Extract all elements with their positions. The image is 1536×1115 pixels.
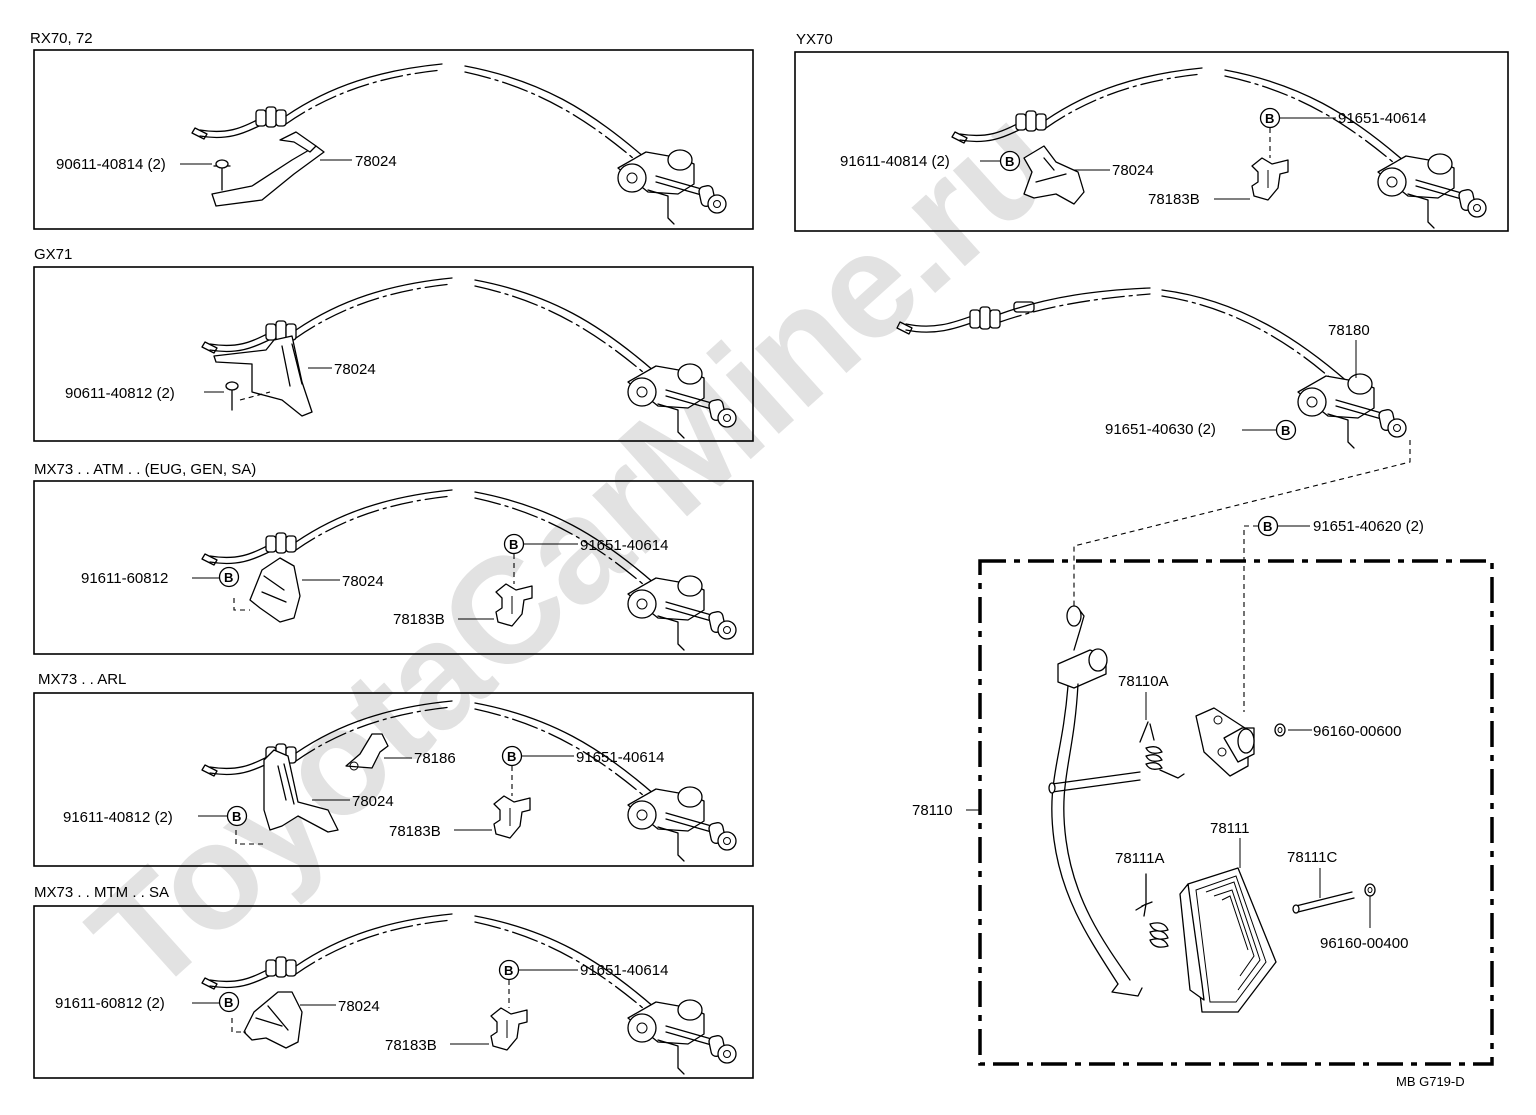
main-cable-shape <box>896 287 1351 391</box>
panel-mx73-atm-frame <box>33 480 754 655</box>
panel-mx73-mtm-clip-shape <box>490 1007 528 1051</box>
panel-yx70-frame <box>794 51 1509 232</box>
panel-mx73-mtm-bracket-label: 78024 <box>338 998 380 1015</box>
panel-yx70-bolt-badge: B <box>999 150 1021 172</box>
badge-letter: B <box>507 749 516 764</box>
spring-78111a-label: 78111A <box>1115 850 1165 867</box>
panel-mx73-arl-frame <box>33 692 754 867</box>
panel-mx73-mtm-clip-label: 78183B <box>385 1037 437 1054</box>
panel-rx70-bracket-shape <box>211 131 325 207</box>
panel-mx73-atm-clip-badge: B <box>503 533 525 555</box>
panel-mx73-atm-bolt-label: 91611-60812 <box>81 570 168 587</box>
panel-gx71-bracket-shape <box>213 335 313 417</box>
panel-mx73-arl-bracket-label: 78024 <box>352 793 394 810</box>
pedal-pad-shape <box>1179 867 1277 1013</box>
badge-letter: B <box>1265 111 1274 126</box>
panel-mx73-atm-bolt-badge: B <box>218 566 240 588</box>
spring-78110a-shape <box>1139 721 1185 779</box>
panel-yx70-bolt-label: 91611-40814 (2) <box>840 153 950 170</box>
pedal-bolt-badge: B <box>1257 515 1279 537</box>
panel-gx71-frame <box>33 266 754 442</box>
spring-78111a-shape <box>1135 873 1169 948</box>
main-cable-bolt-label: 91651-40630 (2) <box>1105 421 1216 438</box>
washer-96160-00400-shape <box>1364 883 1376 897</box>
cable-link-line <box>1073 440 1411 608</box>
panel-mx73-arl-title: MX73 . . ARL <box>38 671 126 688</box>
panel-mx73-atm-bracket-label: 78024 <box>342 573 384 590</box>
pedal-assy-frame <box>978 559 1494 1066</box>
main-cable-bolt-badge: B <box>1275 419 1297 441</box>
washer-96160-00600-label: 96160-00600 <box>1313 723 1401 740</box>
panel-yx70-clip-bolt-label: 91651-40614 <box>1338 110 1426 127</box>
panel-mx73-atm-clip-bolt-label: 91651-40614 <box>580 537 668 554</box>
panel-gx71-bolt-label: 90611-40812 (2) <box>65 385 175 402</box>
pin-78111c-shape <box>1292 891 1355 914</box>
panel-mx73-mtm-clip-bolt-label: 91651-40614 <box>580 962 668 979</box>
panel-mx73-arl-clamp-label: 78186 <box>414 750 456 767</box>
panel-mx73-mtm-bolt-label: 91611-60812 (2) <box>55 995 165 1012</box>
panel-rx70-cable <box>191 63 727 225</box>
panel-gx71-bolt-shape <box>225 381 239 411</box>
panel-rx70-frame <box>33 49 754 230</box>
panel-yx70-bracket-shape <box>1023 145 1085 205</box>
panel-mx73-arl-clip-shape <box>493 795 531 839</box>
panel-mx73-arl-clip-badge: B <box>501 745 523 767</box>
badge-letter: B <box>504 963 513 978</box>
panel-mx73-arl-clip-label: 78183B <box>389 823 441 840</box>
pin-78111c-label: 78111C <box>1287 849 1337 866</box>
figure-code: MB G719-D <box>1396 1074 1465 1089</box>
badge-letter: B <box>224 995 233 1010</box>
panel-mx73-arl-bracket-shape <box>235 749 339 845</box>
main-cable-label: 78180 <box>1328 322 1370 339</box>
washer-96160-00400-label: 96160-00400 <box>1320 935 1408 952</box>
spring-78110a-label: 78110A <box>1118 673 1169 690</box>
pedal-assy-label: 78110 <box>912 802 953 819</box>
badge-letter: B <box>509 537 518 552</box>
pedal-bolt-label: 91651-40620 (2) <box>1313 518 1424 535</box>
badge-letter: B <box>1263 519 1272 534</box>
panel-yx70-bracket-label: 78024 <box>1112 162 1154 179</box>
watermark-text: ToyotaCarMine.ru <box>59 75 1087 1024</box>
panel-yx70-clip-shape <box>1251 157 1289 201</box>
panel-mx73-mtm-title: MX73 . . MTM . . SA <box>34 884 169 901</box>
panel-yx70-clip-label: 78183B <box>1148 191 1200 208</box>
pedal-bracket-shape <box>1195 707 1255 777</box>
main-cable-endfit-shape <box>1297 373 1407 449</box>
panel-yx70-clip-badge: B <box>1259 107 1281 129</box>
badge-letter: B <box>1005 154 1014 169</box>
panel-mx73-mtm-bracket-shape <box>231 991 303 1049</box>
panel-mx73-arl-bolt-label: 91611-40812 (2) <box>63 809 173 826</box>
panel-mx73-mtm-clip-badge: B <box>498 959 520 981</box>
panel-gx71-title: GX71 <box>34 246 72 263</box>
panel-rx70-title: RX70, 72 <box>30 30 93 47</box>
panel-mx73-arl-clip-bolt-label: 91651-40614 <box>576 749 664 766</box>
panel-mx73-mtm-frame <box>33 905 754 1079</box>
badge-letter: B <box>1281 423 1290 438</box>
badge-letter: B <box>224 570 233 585</box>
panel-mx73-atm-bracket-shape <box>233 557 301 623</box>
panel-mx73-arl-bolt-badge: B <box>226 805 248 827</box>
panel-mx73-mtm-bolt-badge: B <box>218 991 240 1013</box>
pedal-arm-shape <box>1048 605 1143 997</box>
panel-rx70-bracket-label: 78024 <box>355 153 397 170</box>
panel-mx73-atm-clip-label: 78183B <box>393 611 445 628</box>
panel-mx73-atm-title: MX73 . . ATM . . (EUG, GEN, SA) <box>34 461 256 478</box>
panel-mx73-arl-clamp-shape <box>345 733 389 771</box>
pedal-pad-label: 78111 <box>1210 820 1250 837</box>
panel-gx71-bracket-label: 78024 <box>334 361 376 378</box>
washer-96160-00600-shape <box>1274 723 1286 737</box>
badge-letter: B <box>232 809 241 824</box>
panel-yx70-title: YX70 <box>796 31 833 48</box>
panel-rx70-bolt-label: 90611-40814 (2) <box>56 156 166 173</box>
